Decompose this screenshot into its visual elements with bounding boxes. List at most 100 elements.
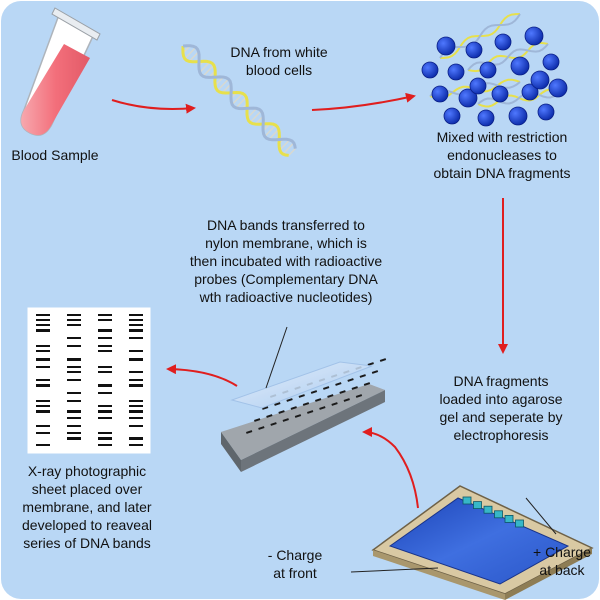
membrane-band (331, 402, 338, 406)
xray-band (98, 350, 112, 352)
cell-nucleus (477, 109, 495, 127)
xray-band (36, 410, 50, 413)
electrophoresis-label: DNA fragments loaded into agarose gel an… (439, 373, 563, 443)
dna-rung (288, 148, 296, 156)
arrow-gel-to-membrane (362, 427, 419, 509)
test-tube-icon (20, 7, 101, 136)
xray-band (36, 379, 50, 381)
membrane-band (343, 398, 350, 402)
dna-source-label: DNA from white blood cells (230, 44, 328, 78)
dna-rung (235, 96, 247, 109)
cell-nucleus (521, 83, 539, 101)
xray-band (129, 410, 143, 413)
xray-band (98, 319, 112, 321)
membrane-band (379, 358, 387, 362)
cell-nucleus (443, 107, 461, 125)
dna-rung (282, 142, 295, 155)
xray-band (129, 425, 143, 427)
membrane-band (310, 390, 318, 394)
xray-band (36, 345, 50, 347)
cell-nucleus (431, 85, 449, 103)
cell-nucleus (421, 61, 439, 79)
membrane-band (351, 386, 358, 390)
pos-charge-label: + Charge at back (533, 544, 591, 578)
xray-band (67, 345, 81, 347)
membrane-band (282, 418, 289, 422)
membrane-band (319, 406, 326, 410)
xray-band (98, 437, 112, 440)
xray-band (129, 400, 143, 402)
gel-well (483, 505, 493, 514)
xray-band (67, 324, 81, 326)
membrane-band (302, 402, 310, 406)
dna-rung (246, 107, 258, 119)
cell-nuclei-icon (421, 13, 568, 127)
xray-band (36, 432, 50, 434)
dna-rung (231, 93, 244, 105)
xray-band (36, 444, 50, 446)
dna-rung (264, 124, 277, 137)
dna-rung (268, 128, 280, 140)
cell-nucleus (491, 85, 509, 103)
xray-band (36, 384, 50, 387)
dna-fragment (467, 43, 549, 71)
cell-nucleus (530, 70, 550, 90)
dna-rung (249, 110, 262, 123)
membrane-band (286, 398, 293, 402)
dna-fragment (477, 91, 561, 105)
xray-band (36, 358, 50, 361)
xray-band (98, 444, 112, 446)
neg-charge-pointer (350, 567, 439, 573)
xray-band (36, 350, 50, 352)
dna-rung (199, 61, 211, 73)
xray-band (67, 410, 81, 413)
cell-nucleus (510, 56, 530, 76)
xray-band (67, 371, 81, 373)
membrane-band (294, 414, 302, 418)
xray-band (129, 350, 143, 352)
xray-band (129, 417, 143, 419)
membrane-band (322, 386, 330, 390)
dna-rung (184, 46, 197, 60)
xray-band (67, 437, 81, 440)
dna-rung (279, 139, 291, 151)
cell-nucleus (465, 41, 483, 59)
xray-band (98, 329, 112, 332)
dna-rung (216, 78, 230, 92)
xray-band (129, 379, 143, 381)
dna-helix-icon (181, 44, 297, 157)
membrane-band (254, 418, 261, 422)
xray-band (67, 400, 81, 402)
membrane-icon (221, 326, 387, 472)
xray-band (129, 337, 143, 339)
xray-band (129, 358, 143, 361)
xray-band (98, 366, 112, 368)
cell-nucleus (494, 33, 512, 51)
cell-nucleus (524, 26, 544, 46)
xray-band (67, 337, 81, 339)
xray-band (129, 319, 143, 321)
xray-band (36, 425, 50, 427)
membrane-band (298, 394, 305, 398)
xray-band (129, 314, 143, 316)
xray-band (36, 329, 50, 332)
arrow-tube-to-dna (111, 99, 196, 114)
pos-charge-pointer (525, 497, 557, 535)
xray-band (98, 392, 112, 394)
membrane-band (347, 378, 354, 382)
xray-band (67, 358, 81, 361)
membrane-band (339, 390, 346, 394)
membrane-band (266, 414, 273, 418)
membrane-band (290, 406, 297, 410)
gel-well (504, 515, 514, 523)
xray-band (98, 314, 112, 316)
membrane-band (246, 430, 253, 434)
xray-band (98, 432, 112, 434)
xray-band (36, 324, 50, 326)
membrane-band (314, 398, 322, 402)
xray-band (98, 384, 112, 387)
cell-nucleus (479, 61, 497, 79)
cell-nucleus (542, 53, 560, 71)
membrane-band (371, 370, 379, 374)
